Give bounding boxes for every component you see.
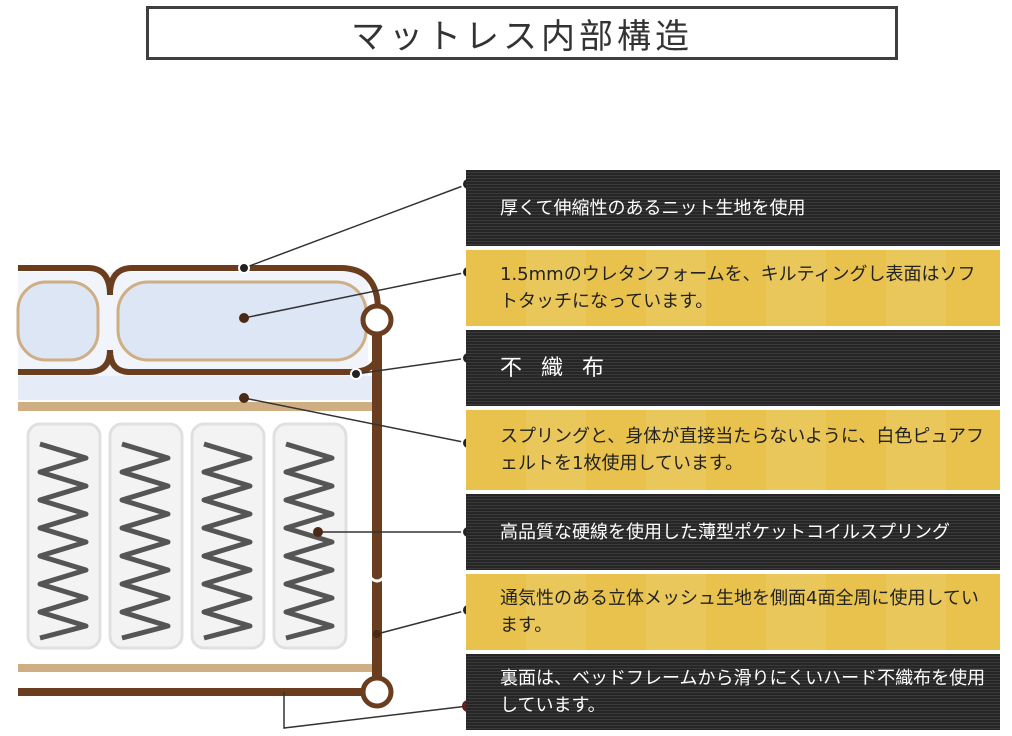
callout-dot — [239, 393, 249, 403]
label-knit-fabric-text: 厚くて伸縮性のあるニット生地を使用 — [500, 197, 806, 219]
label-mesh-text: 通気性のある立体メッシュ生地を側面4面全周に使用しています。 — [500, 588, 979, 636]
callout-dot — [238, 262, 250, 274]
side-mesh-frame — [372, 320, 382, 692]
frame-corner-bottom — [360, 675, 394, 709]
label-hard-nonwoven-text: 裏面は、ベッドフレームから滑りにくいハード不織布を使用しています。 — [500, 668, 986, 716]
label-felt-text: スプリングと、身体が直接当たらないように、白色ピュアフェルトを1枚使用しています… — [500, 426, 985, 474]
frame-corner-top — [360, 303, 394, 337]
spring-coil — [272, 422, 348, 650]
quilt-pad-left — [16, 280, 100, 362]
label-nonwoven-text: 不 織 布 — [500, 355, 610, 381]
pocket-coil-springs — [26, 422, 348, 650]
callout-dot — [461, 436, 475, 450]
callout-dot — [461, 265, 475, 279]
label-urethane-foam: 1.5mmのウレタンフォームを、キルティングし表面はソフトタッチになっています。 — [466, 250, 1000, 326]
mesh-break-mark — [369, 576, 385, 583]
callout-dot — [239, 313, 249, 323]
spring-coil — [26, 422, 102, 650]
bottom-felt-layer — [18, 664, 374, 672]
label-mesh: 通気性のある立体メッシュ生地を側面4面全周に使用しています。 — [466, 574, 1000, 650]
callout-dot — [373, 630, 381, 638]
leader-lines — [243, 183, 469, 729]
nonwoven-layer — [18, 376, 374, 400]
label-pocket-coil: 高品質な硬線を使用した薄型ポケットコイルスプリング — [466, 494, 1000, 570]
callout-dot — [350, 368, 362, 380]
label-urethane-foam-text: 1.5mmのウレタンフォームを、キルティングし表面はソフトタッチになっています。 — [500, 264, 976, 312]
spring-coil — [108, 422, 184, 650]
hard-nonwoven-bottom — [18, 688, 374, 696]
diagram-title: マットレス内部構造 — [146, 6, 898, 60]
label-nonwoven: 不 織 布 — [466, 330, 1000, 406]
label-pocket-coil-text: 高品質な硬線を使用した薄型ポケットコイルスプリング — [500, 521, 950, 543]
felt-layer — [18, 402, 374, 411]
callout-dot — [461, 603, 475, 617]
spring-coil — [190, 422, 266, 650]
label-felt: スプリングと、身体が直接当たらないように、白色ピュアフェルトを1枚使用しています… — [466, 410, 1000, 490]
label-hard-nonwoven: 裏面は、ベッドフレームから滑りにくいハード不織布を使用しています。 — [466, 654, 1000, 730]
callout-dot — [313, 527, 323, 537]
label-knit-fabric: 厚くて伸縮性のあるニット生地を使用 — [466, 170, 1000, 246]
quilted-urethane-layer — [16, 265, 381, 390]
